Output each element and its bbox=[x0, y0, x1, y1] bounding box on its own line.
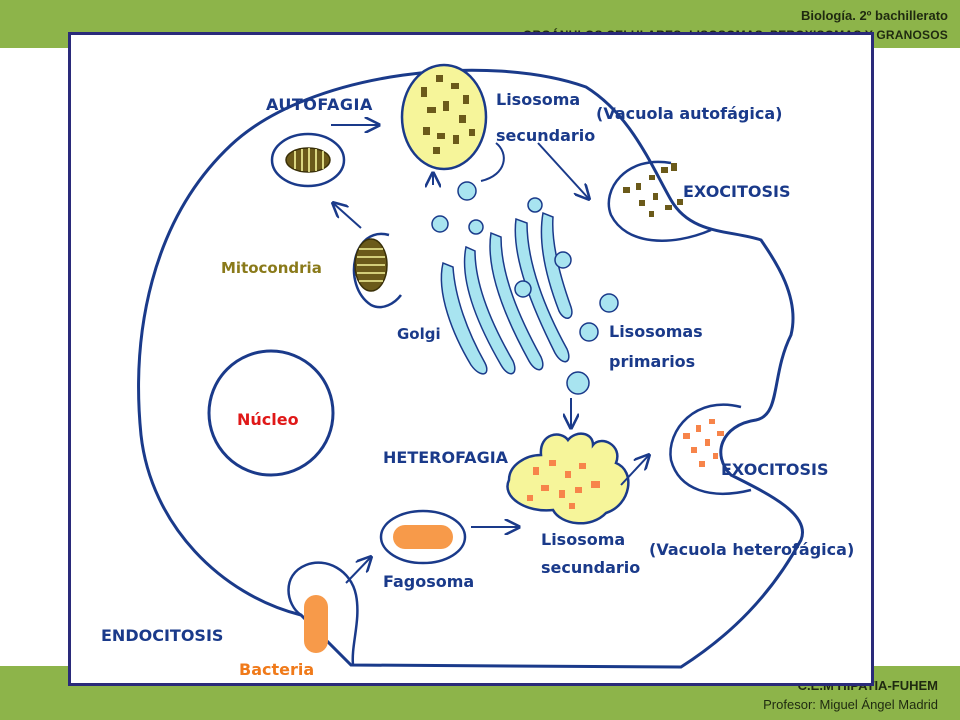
label-nucleo: Núcleo bbox=[237, 410, 299, 429]
label-lisosoma-secundario-bottom-1: Lisosoma bbox=[541, 530, 625, 549]
lysosome-top-contents bbox=[421, 75, 475, 154]
label-heterofagia: HETEROFAGIA bbox=[383, 448, 509, 467]
heterophagic-debris bbox=[683, 419, 724, 467]
lysosome-bottom-contents bbox=[527, 460, 600, 509]
endocytosis-vesicle bbox=[287, 561, 359, 666]
label-exocitosis-top: EXOCITOSIS bbox=[683, 182, 791, 201]
label-vacuola-autofagica: (Vacuola autofágica) bbox=[596, 104, 782, 123]
teacher-name: Profesor: Miguel Ángel Madrid bbox=[763, 697, 938, 712]
golgi-apparatus bbox=[440, 211, 573, 375]
label-lisosoma-secundario-bottom-2: secundario bbox=[541, 558, 640, 577]
nucleus bbox=[207, 349, 335, 477]
label-exocitosis-bottom: EXOCITOSIS bbox=[721, 460, 829, 479]
label-mitocondria: Mitocondria bbox=[221, 259, 322, 277]
heterophagic-exocytosis-vesicle bbox=[669, 403, 752, 495]
label-endocitosis: ENDOCITOSIS bbox=[101, 626, 223, 645]
course-title: Biología. 2º bachillerato bbox=[800, 8, 948, 23]
label-lisosoma-secundario-top-2: secundario bbox=[496, 126, 595, 145]
label-lisosoma-secundario-top-1: Lisosoma bbox=[496, 90, 580, 109]
secondary-lysosome-top bbox=[400, 63, 488, 171]
label-vacuola-heterofagica: (Vacuola heterofágica) bbox=[649, 540, 854, 559]
phagosome-bacteria bbox=[393, 525, 453, 549]
secondary-lysosome-bottom bbox=[506, 432, 630, 525]
label-lisosomas-primarios-1: Lisosomas bbox=[609, 322, 703, 341]
mitochondrion-cristae-b bbox=[357, 248, 385, 282]
isolation-membrane bbox=[352, 232, 402, 309]
bacterium bbox=[304, 595, 328, 653]
autophagic-exocytosis-vesicle bbox=[607, 160, 712, 242]
label-bacteria: Bacteria bbox=[239, 660, 314, 679]
label-golgi: Golgi bbox=[397, 325, 441, 343]
diagram-panel: AUTOFAGIA Lisosoma secundario (Vacuola a… bbox=[68, 32, 874, 686]
engulfed-mitochondrion bbox=[285, 147, 331, 173]
label-lisosomas-primarios-2: primarios bbox=[609, 352, 695, 371]
lysosome-diagram: AUTOFAGIA Lisosoma secundario (Vacuola a… bbox=[101, 63, 854, 679]
flow-arrows bbox=[331, 125, 649, 584]
mitochondrion-cristae-a bbox=[294, 148, 324, 172]
label-autofagia: AUTOFAGIA bbox=[266, 95, 373, 114]
cell-membrane bbox=[137, 68, 805, 669]
autophagic-debris bbox=[623, 163, 683, 217]
primary-lysosomes bbox=[431, 181, 619, 395]
label-fagosoma: Fagosoma bbox=[383, 572, 474, 591]
